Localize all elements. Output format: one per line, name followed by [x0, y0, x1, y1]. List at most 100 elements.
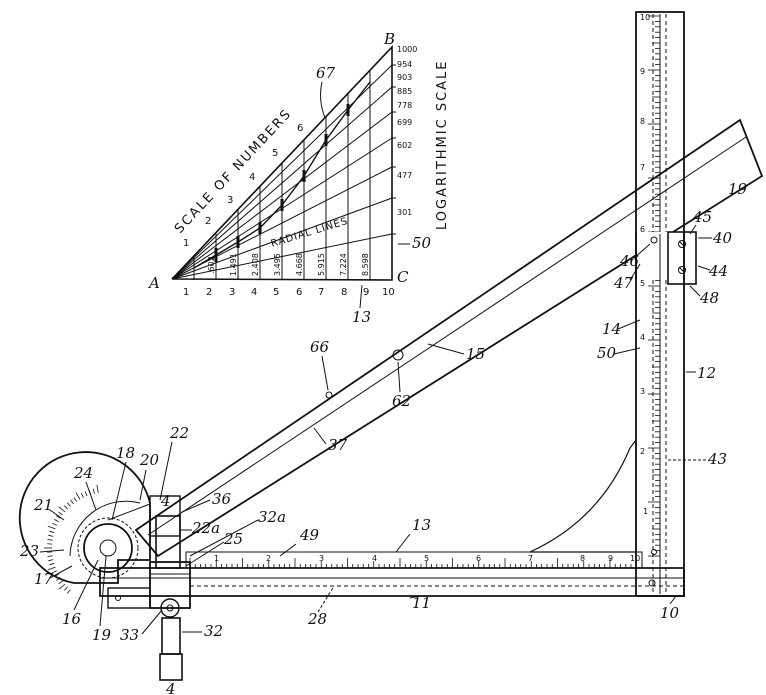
scale-tick: [66, 502, 71, 507]
base-number-1: 1: [183, 287, 189, 298]
clamp-screw-icon: [678, 240, 686, 248]
scale-tick: [96, 484, 99, 493]
hscale-5: 5: [424, 554, 429, 563]
ref-33: 33: [120, 626, 139, 644]
pivot-hub: [83, 523, 133, 573]
ref-40: 40: [712, 229, 733, 247]
clamp-block-body: [667, 231, 697, 285]
scale-tick: [52, 570, 58, 574]
hscale-2: 2: [266, 554, 271, 563]
ref-22a: 22a: [191, 519, 220, 537]
vertical-value-6: 7.224: [339, 253, 348, 276]
vscale-6: 6: [640, 225, 645, 234]
log-value-903: 903: [397, 73, 412, 82]
vscale-7: 7: [640, 163, 645, 172]
corner-plate: [529, 438, 637, 553]
slide-stem: [161, 617, 181, 655]
vscale-2: 2: [640, 447, 645, 456]
ref-17: 17: [34, 570, 54, 588]
scale-tick: [58, 511, 63, 516]
ref-11: 11: [412, 594, 431, 612]
ref-37: 37: [328, 436, 348, 454]
vertical-value-4: 4.668: [295, 253, 304, 276]
scale-tick: [53, 573, 59, 577]
ref-23: 23: [19, 542, 39, 560]
log-value-885: 885: [397, 87, 412, 96]
ref-28: 28: [307, 610, 327, 628]
blade-inner-line: [147, 136, 747, 536]
number-scale-2: 2: [205, 216, 211, 227]
number-scale-6: 6: [297, 123, 303, 134]
hscale-3: 3: [319, 554, 324, 563]
hscale-9: 9: [608, 554, 613, 563]
corner-label-b: B: [383, 30, 395, 48]
vertical-value-3: 3.495: [273, 253, 282, 276]
scale-tick: [48, 534, 54, 537]
vertical-value-1: 1.491: [229, 253, 238, 276]
log-value-477: 477: [397, 171, 412, 180]
horizontal-scale-ticks: [189, 558, 637, 568]
ref-44: 44: [708, 262, 728, 280]
base-number-5: 5: [273, 287, 279, 298]
corner-label-c: C: [397, 268, 409, 286]
scale-tick: [49, 563, 55, 566]
vscale-9: 9: [640, 67, 645, 76]
scale-tick: [80, 492, 84, 498]
protractor-head: [18, 451, 181, 594]
ref-32: 32: [204, 622, 223, 640]
scale-tick: [56, 577, 61, 581]
horizontal-arm-body: [99, 567, 685, 597]
ref-13-chart: 13: [352, 308, 371, 326]
scale-tick: [75, 492, 81, 500]
ref-24: 24: [73, 464, 93, 482]
ref-10: 10: [660, 604, 680, 622]
logarithmic-chart: A B C SCALE OF NUMBERS LOGARITHMIC SCALE…: [147, 30, 450, 326]
reference-numerals: 12 14 50 43 19 45 40 44 48 46 47 15 66 6…: [19, 180, 748, 695]
blade-hole-66: [325, 391, 333, 399]
blade-hole-62: [392, 349, 404, 361]
slide-upper: [155, 515, 181, 569]
slide-block: [149, 561, 191, 609]
rivet: [648, 579, 656, 587]
slide-foot: [159, 653, 183, 681]
hscale-6: 6: [476, 554, 481, 563]
clamp-slide: [107, 515, 191, 681]
ref-12: 12: [697, 364, 716, 382]
ref-22: 22: [169, 424, 189, 442]
ref-19-blade: 19: [728, 180, 748, 198]
scale-tick: [53, 519, 59, 523]
scale-tick: [49, 530, 55, 533]
log-value-699: 699: [397, 118, 412, 127]
log-value-602: 602: [397, 141, 412, 150]
scale-tick: [70, 499, 74, 505]
horizontal-scale-numbers: 1 2 3 4 5 6 7 8 9 10: [214, 554, 640, 563]
ref-18: 18: [116, 444, 135, 462]
ref-49: 49: [299, 526, 320, 544]
horizontal-scale-strip: [185, 551, 643, 569]
base-number-9: 9: [363, 287, 369, 298]
ref-21: 21: [33, 496, 53, 514]
ref-43: 43: [707, 450, 727, 468]
hscale-10: 10: [630, 554, 640, 563]
ref-15: 15: [466, 345, 485, 363]
thumb-screw-icon: [160, 598, 180, 618]
vertical-value-5: 5.915: [317, 253, 326, 276]
ref-62: 62: [392, 392, 411, 410]
log-value-778: 778: [397, 101, 412, 110]
vertical-value-7: 8.598: [361, 253, 370, 276]
scale-tick: [56, 515, 61, 519]
side-plate: [107, 587, 151, 609]
vertical-scale-ticks: [648, 15, 660, 557]
pin-46: [650, 236, 658, 244]
log-value-1000: 1000: [397, 45, 417, 54]
vscale-8: 8: [640, 117, 645, 126]
hscale-1: 1: [214, 554, 219, 563]
scale-tick: [84, 491, 88, 497]
base-number-10: 10: [382, 287, 395, 298]
scale-tick: [48, 559, 54, 562]
base-number-7: 7: [318, 287, 324, 298]
ref-48: 48: [699, 289, 719, 307]
vscale-5: 5: [640, 279, 645, 288]
log-value-954: 954: [397, 60, 412, 69]
